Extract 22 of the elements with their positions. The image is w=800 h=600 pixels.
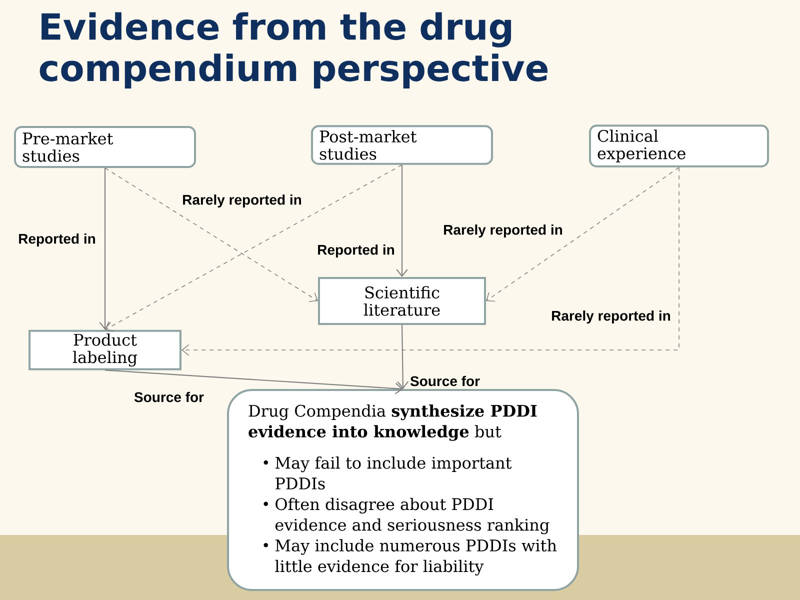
arrow — [105, 164, 402, 332]
edge-label: Reported in — [316, 243, 396, 259]
arrow — [397, 325, 409, 389]
summary-box: Drug Compendia synthesize PDDI evidence into knowledge but May fail to include important PDDIs Often disagree about PDDI evidence and seriousness ranking May include numerous PDDIs with little evidence for liability — [227, 389, 579, 591]
edge-label: Rarely reported in — [442, 223, 564, 239]
source-box: Scientific literature — [318, 277, 486, 325]
edge-label: Source for — [132, 390, 206, 404]
source-box: Product labeling — [28, 330, 182, 370]
arrow — [396, 164, 408, 277]
study-box: Clinical experience — [589, 124, 769, 168]
slide-title: Evidence from the drug compendium perspective — [40, 12, 548, 88]
study-box: Pre-market studies — [14, 126, 196, 168]
arrow — [486, 167, 680, 302]
edge-label: Source for — [408, 374, 482, 388]
arrow — [104, 168, 318, 302]
edge-label: Reported in — [16, 232, 98, 248]
study-box: Post-market studies — [311, 125, 493, 165]
edge-label: Rarely reported in — [550, 309, 672, 325]
arrow — [99, 168, 111, 330]
edge-label: Rarely reported in — [180, 193, 304, 209]
arrow — [181, 167, 680, 356]
arrow — [104, 370, 403, 394]
